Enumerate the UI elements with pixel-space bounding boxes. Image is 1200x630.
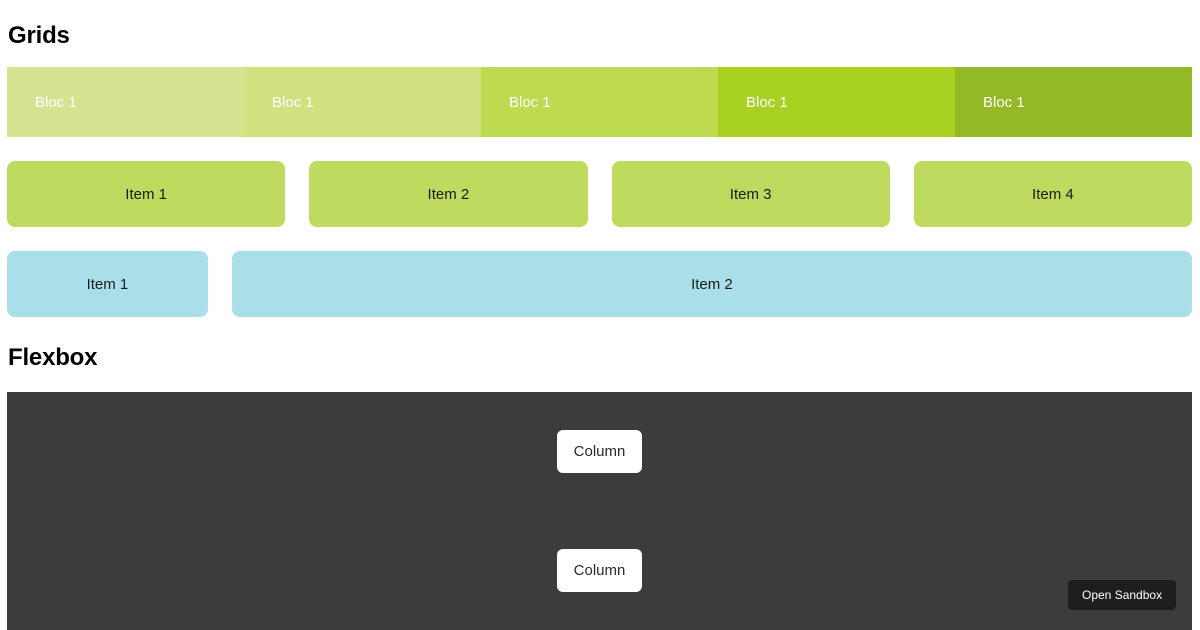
two-column-item-grid: Item 1 Item 2 xyxy=(7,251,1192,317)
bloc-cell-1[interactable]: Bloc 1 xyxy=(7,67,244,137)
flex-column-box-2[interactable]: Column xyxy=(556,549,643,592)
item-cell-label: Item 1 xyxy=(125,185,167,203)
bloc-cell-3[interactable]: Bloc 1 xyxy=(481,67,718,137)
page-title-flexbox: Flexbox xyxy=(8,344,98,371)
open-sandbox-button[interactable]: Open Sandbox xyxy=(1068,580,1177,610)
item-cell-label: Item 4 xyxy=(1032,185,1074,203)
item-cell-green-1[interactable]: Item 1 xyxy=(7,161,286,227)
bloc-cell-5[interactable]: Bloc 1 xyxy=(955,67,1192,137)
item-cell-label: Item 1 xyxy=(86,275,129,293)
item-cell-green-3[interactable]: Item 3 xyxy=(611,161,890,227)
item-cell-label: Item 2 xyxy=(427,185,470,203)
bloc-cell-label: Bloc 1 xyxy=(746,93,788,111)
item-cell-green-2[interactable]: Item 2 xyxy=(309,161,588,227)
bloc-cell-2[interactable]: Bloc 1 xyxy=(244,67,481,137)
item-cell-blue-1[interactable]: Item 1 xyxy=(7,251,208,317)
item-cell-green-4[interactable]: Item 4 xyxy=(913,161,1192,227)
bloc-cell-label: Bloc 1 xyxy=(35,93,77,111)
flex-column-box-1[interactable]: Column xyxy=(556,430,643,473)
flexbox-demo-container: Column Column xyxy=(7,392,1192,630)
flex-column-label: Column xyxy=(573,562,626,579)
item-cell-blue-2[interactable]: Item 2 xyxy=(231,251,1192,317)
bloc-cell-label: Bloc 1 xyxy=(272,93,314,111)
page-title-grids: Grids xyxy=(8,22,70,49)
four-column-item-grid: Item 1 Item 2 Item 3 Item 4 xyxy=(7,161,1192,227)
bloc-cell-label: Bloc 1 xyxy=(509,93,551,111)
gradient-bloc-grid: Bloc 1 Bloc 1 Bloc 1 Bloc 1 Bloc 1 xyxy=(7,67,1192,137)
item-cell-label: Item 3 xyxy=(729,185,772,203)
bloc-cell-4[interactable]: Bloc 1 xyxy=(718,67,955,137)
flex-column-label: Column xyxy=(573,443,626,460)
item-cell-label: Item 2 xyxy=(691,275,733,293)
bloc-cell-label: Bloc 1 xyxy=(983,93,1025,111)
